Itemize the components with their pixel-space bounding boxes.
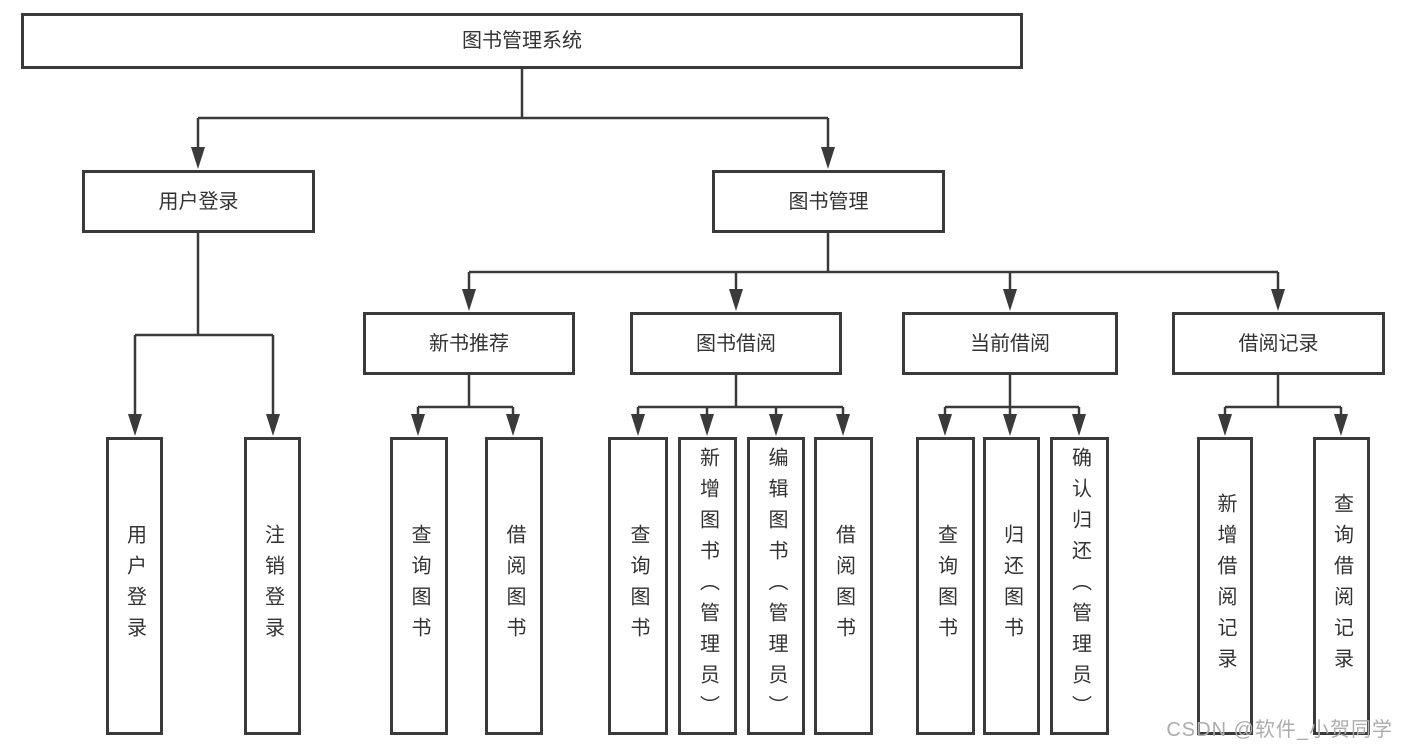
node-new-book-recommend: 新书推荐 — [363, 312, 575, 375]
node-label: 确认归还（管理员） — [1068, 446, 1091, 726]
node-label: 查询图书 — [408, 524, 430, 648]
node-label: 查询图书 — [934, 524, 957, 648]
leaf-query-borrow-record: 查询借阅记录 — [1313, 437, 1370, 735]
leaf-borrow-books-recommend: 借阅图书 — [485, 437, 543, 735]
leaf-query-books-borrow: 查询图书 — [608, 437, 668, 735]
leaf-query-books-current: 查询图书 — [916, 437, 975, 735]
node-label: 新书推荐 — [429, 332, 509, 355]
leaf-user-login: 用户登录 — [106, 437, 163, 735]
node-label: 查询图书 — [627, 524, 649, 648]
node-label: 借阅图书 — [832, 524, 855, 648]
leaf-logout: 注销登录 — [244, 437, 301, 735]
leaf-confirm-return-admin: 确认归还（管理员） — [1050, 437, 1109, 735]
node-borrow-records: 借阅记录 — [1172, 312, 1385, 375]
csdn-watermark: CSDN @软件_小贺同学 — [1166, 719, 1393, 741]
node-current-borrow: 当前借阅 — [902, 312, 1118, 375]
node-label: 用户登录 — [158, 190, 239, 213]
leaf-add-borrow-record: 新增借阅记录 — [1197, 437, 1253, 735]
node-label: 新增图书（管理员） — [696, 446, 719, 726]
node-label: 用户登录 — [123, 524, 146, 648]
leaf-borrow-books: 借阅图书 — [814, 437, 873, 735]
node-label: 归还图书 — [1000, 524, 1023, 648]
leaf-add-books-admin: 新增图书（管理员） — [678, 437, 737, 735]
node-user-login: 用户登录 — [82, 170, 315, 233]
node-label: 编辑图书（管理员） — [765, 446, 787, 726]
leaf-return-books: 归还图书 — [983, 437, 1040, 735]
node-label: 图书借阅 — [696, 332, 776, 355]
node-label: 新增借阅记录 — [1214, 493, 1236, 679]
leaf-edit-books-admin: 编辑图书（管理员） — [747, 437, 805, 735]
node-label: 注销登录 — [261, 524, 284, 648]
node-root-library-management-system: 图书管理系统 — [21, 13, 1023, 69]
node-label: 当前借阅 — [970, 332, 1050, 355]
node-label: 图书管理系统 — [462, 30, 582, 52]
node-book-management: 图书管理 — [712, 170, 945, 233]
node-label: 图书管理 — [788, 190, 869, 213]
arrowheads — [128, 147, 1348, 436]
node-book-borrow: 图书借阅 — [630, 312, 842, 375]
node-label: 查询借阅记录 — [1330, 493, 1353, 679]
node-label: 借阅记录 — [1238, 332, 1319, 355]
node-label: 借阅图书 — [503, 524, 525, 648]
leaf-query-books-recommend: 查询图书 — [390, 437, 448, 735]
